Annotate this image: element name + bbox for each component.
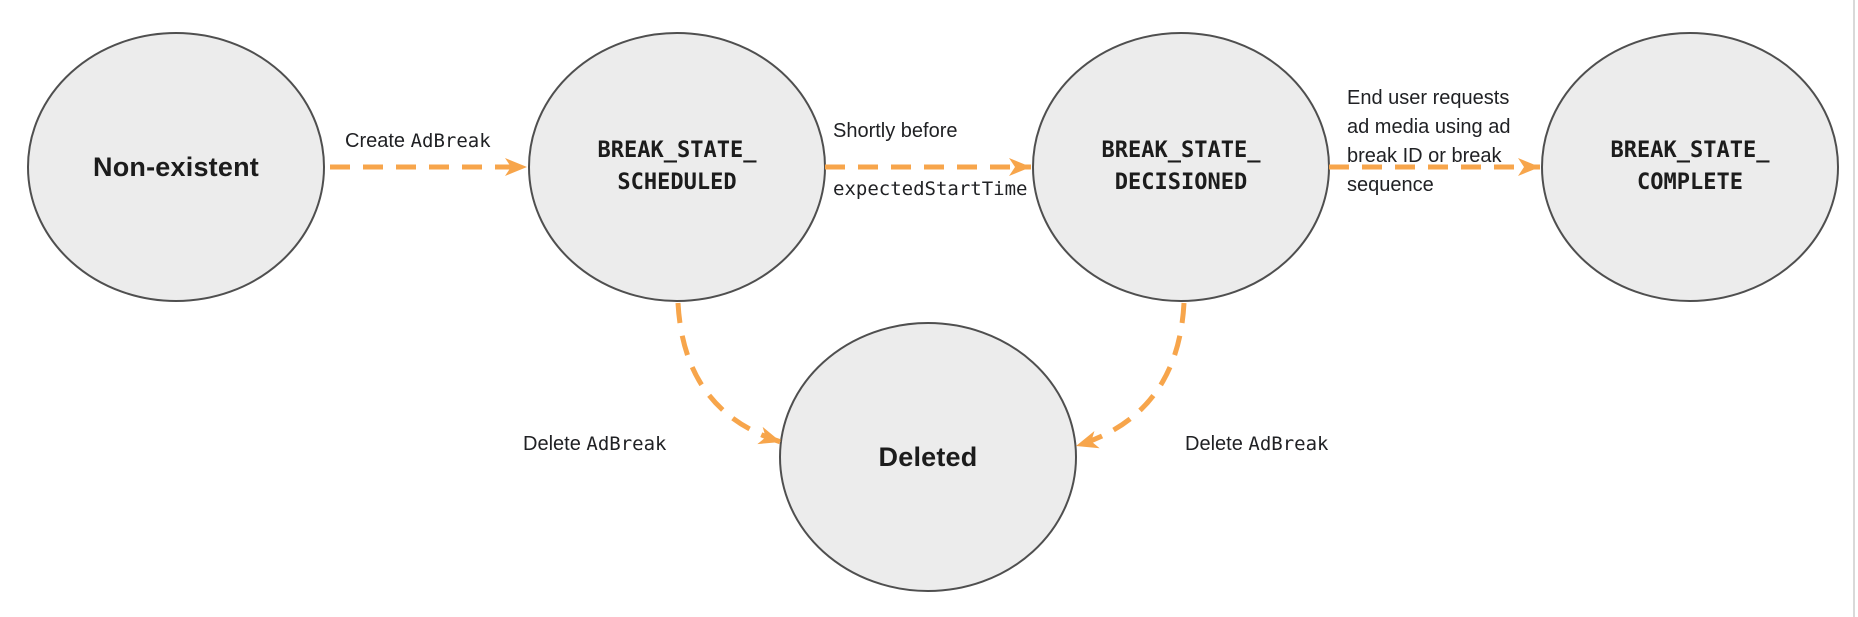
edge-label-text: Delete bbox=[523, 433, 587, 455]
edge-label-text: End user requests ad media using ad brea… bbox=[1347, 87, 1511, 196]
edge-label-end-user-requests-ad-media: End user requests ad media using ad brea… bbox=[1347, 55, 1547, 200]
state-node-non-existent bbox=[27, 32, 325, 302]
transition-arrow-delete-adbreak-from-scheduled bbox=[675, 302, 782, 445]
node-label-break-state-complete: BREAK_STATE_ COMPLETE bbox=[1610, 138, 1770, 195]
edge-label-delete-adbreak-left: Delete AdBreak bbox=[523, 405, 666, 457]
edge-label-text: Shortly before bbox=[833, 120, 958, 142]
edge-label-code: expectedStartTime bbox=[833, 178, 1028, 200]
node-label-break-state-scheduled: BREAK_STATE_ SCHEDULED bbox=[597, 138, 757, 195]
edge-label-create-adbreak: Create AdBreak bbox=[345, 102, 491, 154]
node-label-deleted: Deleted bbox=[878, 442, 978, 472]
state-node-deleted bbox=[779, 322, 1077, 592]
page-edge-divider bbox=[1853, 0, 1855, 617]
transition-arrow-delete-adbreak-from-decisioned bbox=[1075, 302, 1187, 449]
edge-label-code: AdBreak bbox=[410, 130, 491, 152]
edge-label-text: Create bbox=[345, 130, 411, 152]
state-node-break-state-complete bbox=[1541, 32, 1839, 302]
edge-label-shortly-before-expectedstarttime: Shortly before expectedStartTime bbox=[833, 88, 1027, 233]
node-label-non-existent: Non-existent bbox=[93, 152, 259, 182]
edge-label-code: AdBreak bbox=[1248, 433, 1329, 455]
edge-label-delete-adbreak-right: Delete AdBreak bbox=[1185, 405, 1328, 457]
node-label-break-state-decisioned: BREAK_STATE_ DECISIONED bbox=[1101, 138, 1261, 195]
edge-label-code: AdBreak bbox=[586, 433, 667, 455]
edge-label-text: Delete bbox=[1185, 433, 1249, 455]
